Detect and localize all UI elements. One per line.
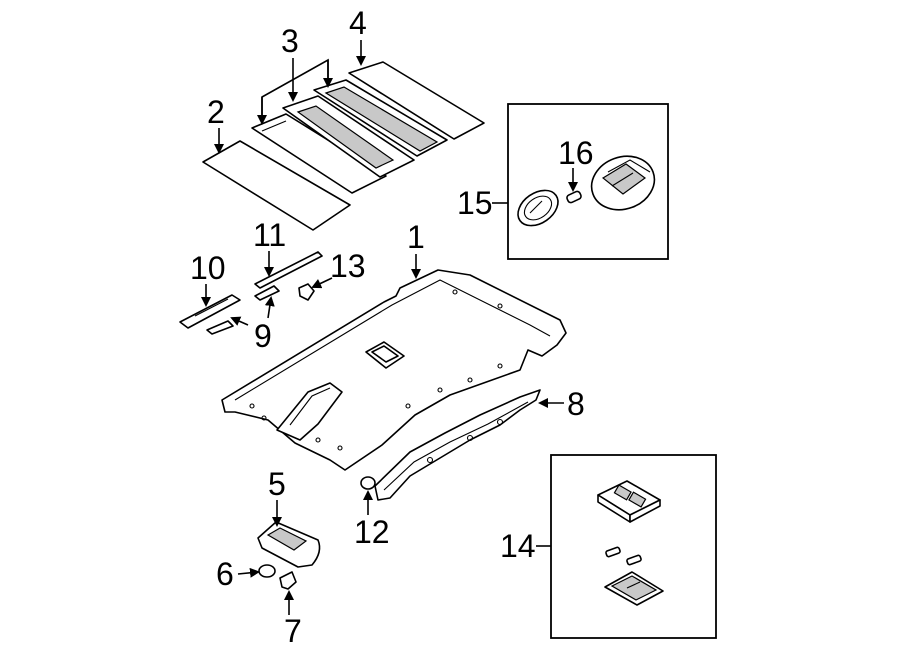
- sun-visor: [257, 521, 321, 568]
- clip-12: [360, 476, 376, 490]
- callout-4: 4: [349, 5, 367, 41]
- clip-9-upper: [254, 285, 280, 301]
- callout-9: 9: [254, 318, 272, 354]
- dome-lamp-bulb: [566, 190, 582, 204]
- callout-3: 3: [281, 23, 299, 59]
- map-lamp-housing: [597, 480, 661, 523]
- callout-15: 15: [457, 185, 493, 221]
- callout-5: 5: [268, 466, 286, 502]
- headliner-pad-4: [348, 61, 485, 140]
- leader-3: [257, 58, 333, 125]
- callout-16: 16: [558, 135, 594, 171]
- callout-12: 12: [354, 514, 390, 550]
- leader-9: [230, 296, 275, 326]
- callout-1: 1: [407, 219, 425, 255]
- leader-6: [237, 567, 260, 578]
- dome-lamp-housing: [590, 155, 656, 211]
- callout-7: 7: [284, 613, 302, 649]
- clip-9-lower: [206, 320, 234, 335]
- headliner-pad-3-third: [313, 79, 448, 157]
- headliner-pad-3-rear: [282, 95, 415, 178]
- visor-clip-7: [279, 571, 297, 590]
- callout-14: 14: [500, 528, 536, 564]
- rail-11: [254, 251, 323, 289]
- hook-13: [298, 283, 315, 301]
- callout-11: 11: [253, 217, 286, 253]
- side-rail-garnish-8: [374, 389, 541, 501]
- dome-lamp-lens: [517, 189, 559, 227]
- leader-13: [311, 277, 333, 289]
- callout-10: 10: [190, 250, 226, 286]
- callout-6: 6: [216, 556, 234, 592]
- headliner-pad-2: [202, 140, 351, 231]
- headliner-panel: [221, 269, 567, 471]
- headliner-pad-3-front: [251, 113, 387, 194]
- map-lamp-bulbs: [605, 546, 642, 566]
- callout-8: 8: [567, 386, 585, 422]
- callout-13: 13: [330, 248, 366, 284]
- callout-2: 2: [207, 94, 225, 130]
- map-lamp-lens: [604, 571, 664, 606]
- map-lamp-detail-box: [550, 454, 717, 639]
- dome-lamp-detail-box: [507, 103, 669, 260]
- visor-holder-6: [258, 564, 276, 578]
- grab-handle-bracket-10: [179, 294, 241, 329]
